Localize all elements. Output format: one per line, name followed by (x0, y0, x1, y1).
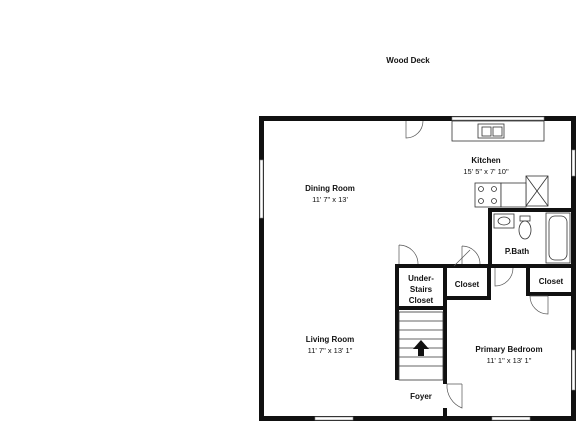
room-foyer: Foyer (410, 392, 432, 401)
dining-room-dims: 11' 7" x 13' (312, 195, 348, 204)
under-stairs-line1: Under- (408, 274, 434, 283)
wood-deck-label: Wood Deck (386, 56, 430, 65)
living-room-name: Living Room (306, 335, 354, 344)
windows (259, 116, 576, 421)
closet-center-name: Closet (455, 280, 480, 289)
closet-right-name: Closet (539, 277, 564, 286)
kitchen-dims: 15' 5" x 7' 10" (463, 167, 509, 176)
interior-walls (395, 208, 576, 421)
room-living: Living Room 11' 7" x 13' 1" (306, 335, 354, 355)
room-dining: Dining Room 11' 7" x 13' (305, 184, 355, 204)
dining-room-name: Dining Room (305, 184, 355, 193)
primary-bedroom-dims: 11' 1" x 13' 1" (487, 356, 532, 365)
exterior-walls (259, 116, 576, 421)
stair-up-arrow-icon (413, 340, 429, 356)
primary-bedroom-name: Primary Bedroom (475, 345, 542, 354)
room-primary-bedroom: Primary Bedroom 11' 1" x 13' 1" (475, 345, 542, 365)
pbath-name: P.Bath (505, 247, 529, 256)
room-closet-center: Closet (455, 280, 480, 289)
bathroom-fixtures (493, 212, 571, 264)
foyer-name: Foyer (410, 392, 432, 401)
doors (398, 120, 549, 409)
under-stairs-line3: Closet (409, 296, 434, 305)
room-pbath: P.Bath (505, 247, 529, 256)
kitchen-name: Kitchen (471, 156, 500, 165)
room-under-stairs-closet: Under- Stairs Closet (408, 274, 434, 305)
living-room-dims: 11' 7" x 13' 1" (308, 346, 353, 355)
room-kitchen: Kitchen 15' 5" x 7' 10" (463, 156, 509, 176)
kitchen-fixtures (451, 120, 549, 208)
under-stairs-line2: Stairs (410, 285, 433, 294)
room-closet-right: Closet (539, 277, 564, 286)
